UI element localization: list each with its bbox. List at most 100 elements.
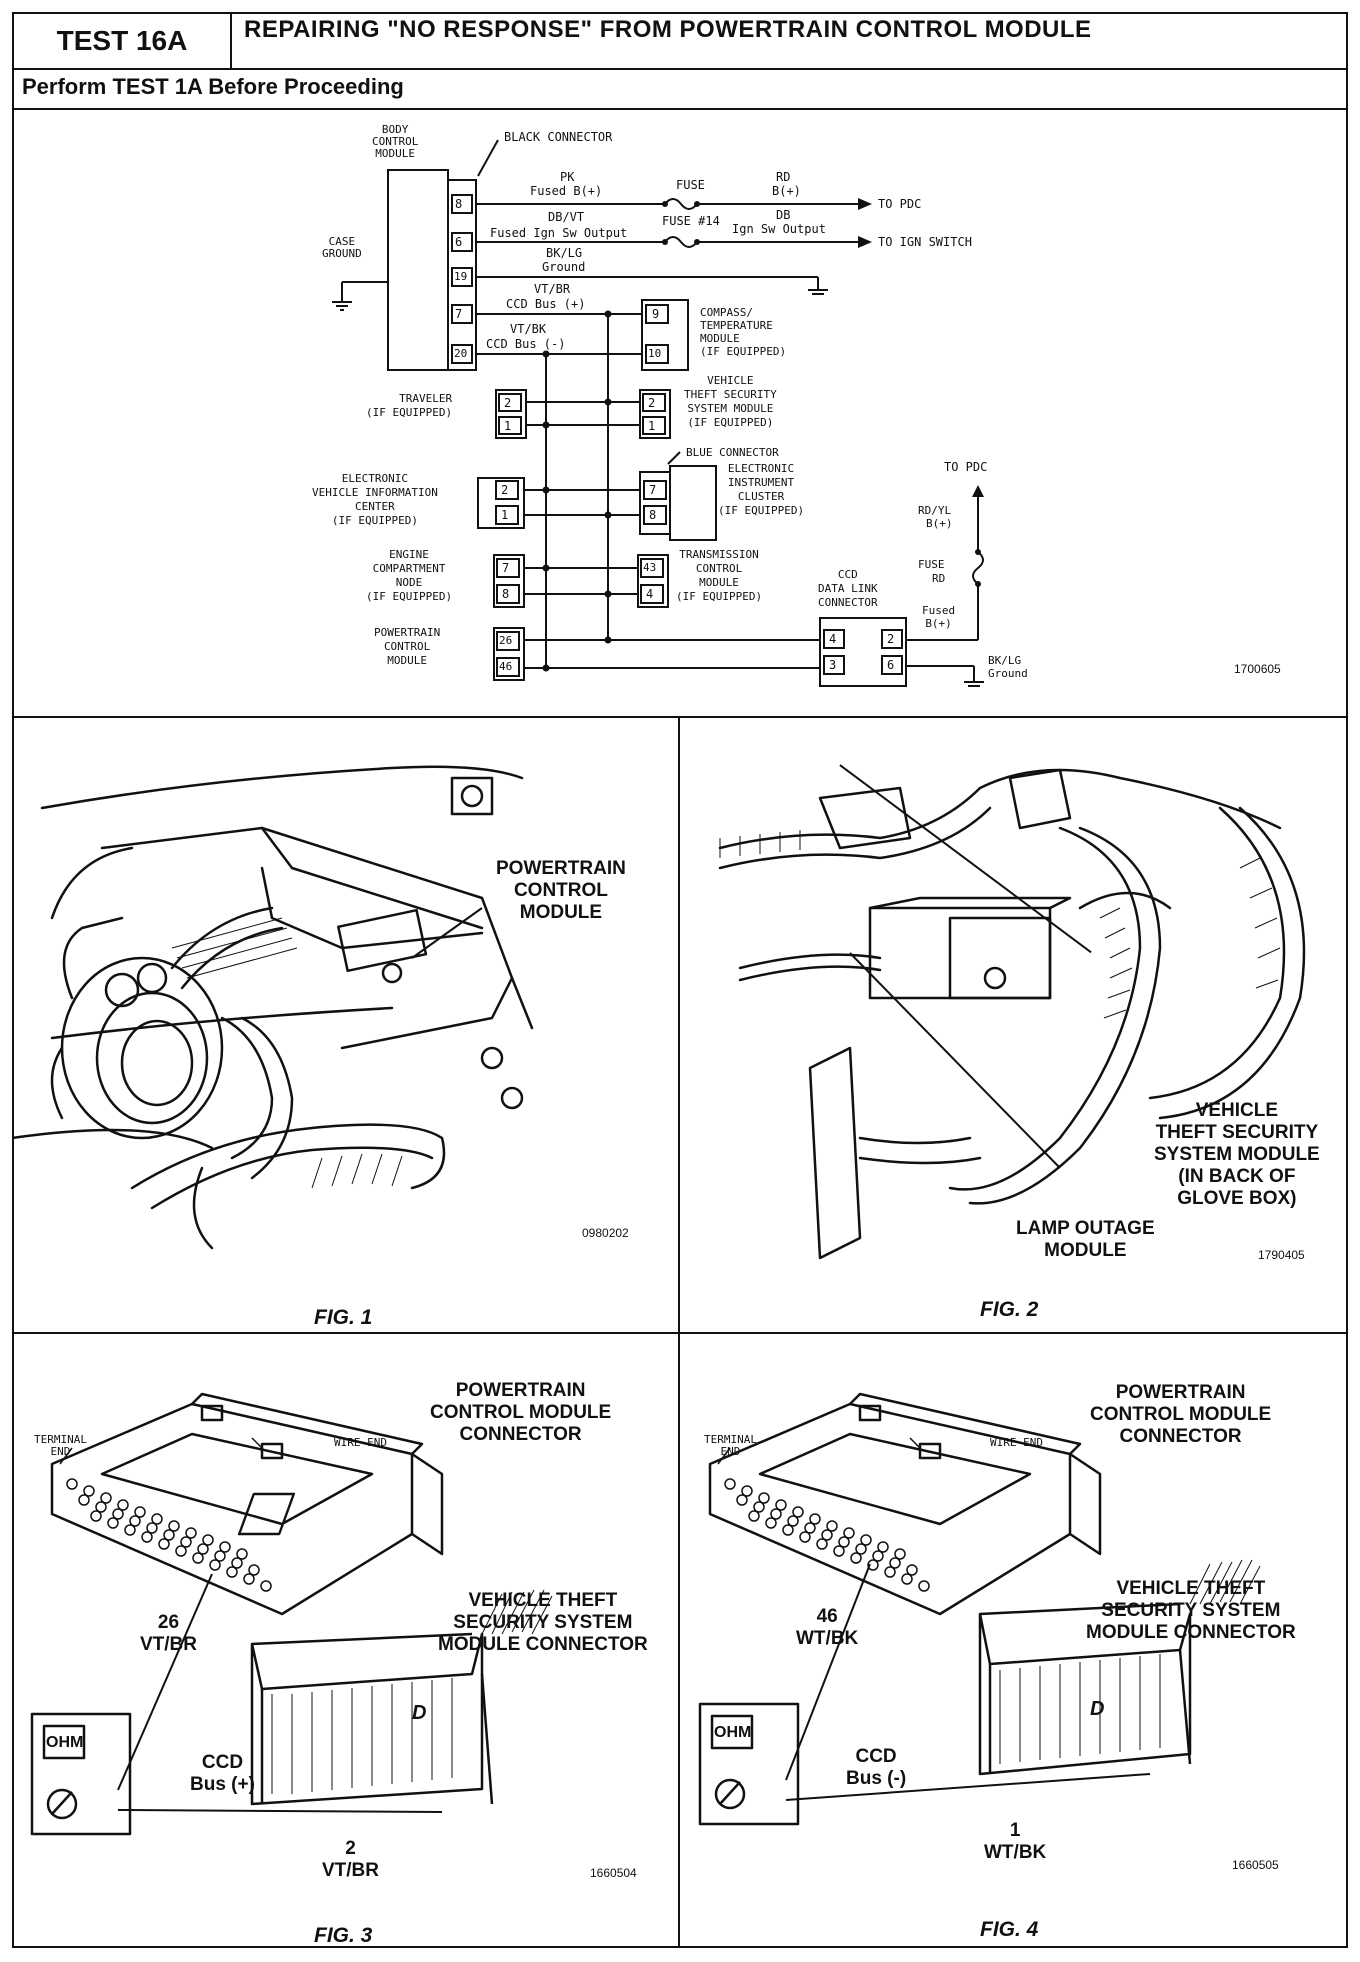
compass-pin: 10 xyxy=(648,347,662,360)
connector-pin-hole xyxy=(804,1522,816,1534)
connector-pin-hole xyxy=(816,1538,828,1550)
wire-dbvt-desc: Fused Ign Sw Output xyxy=(490,226,628,240)
connector-pin-hole xyxy=(741,1485,753,1497)
connector-pin-hole xyxy=(163,1529,175,1541)
fig3-wire-end: WIRE END xyxy=(334,1436,387,1449)
connector-pin-hole xyxy=(918,1580,930,1592)
bcm-pin: 20 xyxy=(454,347,468,360)
fig3-pin-b: 2 VT/BR xyxy=(322,1838,379,1881)
pcm-pin: 46 xyxy=(499,660,513,673)
wire-rd-desc: B(+) xyxy=(772,184,801,198)
fuse-label: FUSE xyxy=(676,178,705,192)
connector-pin-hole xyxy=(158,1538,170,1550)
connector-pin-hole xyxy=(884,1566,896,1578)
wire-db: DB xyxy=(776,208,791,222)
ecn-pin: 8 xyxy=(502,587,510,601)
case-ground-label: CASE GROUND xyxy=(322,235,362,260)
pcm-pin: 26 xyxy=(499,634,513,647)
connector-pin-hole xyxy=(770,1508,782,1520)
ccd-bus-minus: CCD Bus (-) xyxy=(486,337,566,351)
connector-pin-hole xyxy=(202,1534,214,1546)
connector-pin-hole xyxy=(248,1564,260,1576)
connector-pin-hole xyxy=(236,1548,248,1560)
fig1-code: 0980202 xyxy=(582,1226,629,1240)
fig1-callout: POWERTRAIN CONTROL MODULE xyxy=(496,858,626,923)
fig1-illustration xyxy=(12,765,534,1250)
tcm-pin: 4 xyxy=(646,587,654,601)
fig4-caption: FIG. 4 xyxy=(980,1918,1039,1941)
connector-pin-hole xyxy=(107,1517,119,1529)
wire-db-desc: Ign Sw Output xyxy=(732,222,826,236)
divider-schematic xyxy=(12,716,1348,718)
connector-pin-hole xyxy=(850,1552,862,1564)
dlc-pin: 6 xyxy=(887,658,895,672)
wire-rdyl: RD/YL xyxy=(918,504,952,517)
fig1-caption: FIG. 1 xyxy=(314,1306,373,1329)
tcm-label: TRANSMISSION CONTROL MODULE (IF EQUIPPED… xyxy=(676,548,763,603)
divider-top xyxy=(12,108,1348,110)
bcm-pin: 19 xyxy=(454,270,468,283)
traveler-label: TRAVELER (IF EQUIPPED) xyxy=(366,392,453,419)
connector-pin-hole xyxy=(906,1564,918,1576)
fig2-code: 1790405 xyxy=(1258,1248,1305,1262)
connector-pin-hole xyxy=(877,1541,889,1553)
connector-pin-hole xyxy=(775,1499,787,1511)
fused-b-label: Fused B(+) xyxy=(922,604,956,630)
connector-pin-hole xyxy=(838,1536,850,1548)
fig3-connector-letter: D xyxy=(412,1702,427,1724)
connector-pin-hole xyxy=(141,1531,153,1543)
wire-bklg-desc: Ground xyxy=(542,260,586,274)
connector-pin-hole xyxy=(83,1485,95,1497)
fig3-terminal-end: TERMINAL END xyxy=(34,1433,87,1458)
fuse-rd-color: RD xyxy=(932,572,946,585)
fig4-pin-a: 46 WT/BK xyxy=(796,1606,859,1649)
black-connector-label: BLACK CONNECTOR xyxy=(504,130,613,144)
wire-rdyl-desc: B(+) xyxy=(926,517,953,530)
connector-pin-hole xyxy=(748,1510,760,1522)
bcm-pin: 7 xyxy=(455,307,463,321)
connector-pin-hole xyxy=(867,1559,879,1571)
test-title: REPAIRING "NO RESPONSE" FROM POWERTRAIN … xyxy=(244,16,1092,43)
connector-pin-hole xyxy=(821,1529,833,1541)
to-pdc: TO PDC xyxy=(878,197,922,211)
connector-pin-hole xyxy=(809,1513,821,1525)
fig2-callout-vtss: VEHICLE THEFT SECURITY SYSTEM MODULE (IN… xyxy=(1154,1100,1320,1209)
eic-label: ELECTRONIC INSTRUMENT CLUSTER (IF EQUIPP… xyxy=(718,462,805,517)
wire-rd: RD xyxy=(776,170,791,184)
wire-pk-desc: Fused B(+) xyxy=(530,184,603,198)
fig3-code: 1660504 xyxy=(590,1866,637,1880)
fig3-ohm-meter: OHM xyxy=(46,1734,84,1751)
wire-vtbr: VT/BR xyxy=(534,282,571,296)
fig3-caption: FIG. 3 xyxy=(314,1924,373,1947)
connector-pin-hole xyxy=(112,1508,124,1520)
divider-vertical xyxy=(678,716,680,1948)
dlc-pin: 3 xyxy=(829,658,837,672)
fig4-terminal-end: TERMINAL END xyxy=(704,1433,757,1458)
connector-pin-hole xyxy=(151,1513,163,1525)
connector-pin-hole xyxy=(168,1520,180,1532)
fig4-code: 1660505 xyxy=(1232,1858,1279,1872)
bcm-pin: 8 xyxy=(455,197,463,211)
to-pdc-right: TO PDC xyxy=(944,460,988,474)
evic-pin: 1 xyxy=(501,508,509,522)
connector-pin-hole xyxy=(855,1543,867,1555)
divider-middle xyxy=(12,1332,1348,1334)
fuse14-label: FUSE #14 xyxy=(662,214,720,228)
fig3-illustration xyxy=(30,1392,553,1836)
eic-pin: 7 xyxy=(649,483,657,497)
bcm-pin: 6 xyxy=(455,235,463,249)
fuse-rd-label: FUSE xyxy=(918,558,945,571)
blue-connector-label: BLUE CONNECTOR xyxy=(686,446,779,459)
fig4-pcm-connector: POWERTRAIN CONTROL MODULE CONNECTOR xyxy=(1090,1382,1272,1447)
connector-pin-hole xyxy=(799,1531,811,1543)
evic-label: ELECTRONIC VEHICLE INFORMATION CENTER (I… xyxy=(312,472,438,527)
fig3-ccd-bus: CCD Bus (+) xyxy=(190,1752,255,1795)
traveler-pin: 1 xyxy=(504,419,512,433)
page-frame xyxy=(12,12,1348,1948)
to-ign-switch: TO IGN SWITCH xyxy=(878,235,972,249)
traveler-pin: 2 xyxy=(504,396,512,410)
pcm-label: POWERTRAIN CONTROL MODULE xyxy=(374,626,441,667)
connector-pin-hole xyxy=(66,1478,78,1490)
fig4-pin-b: 1 WT/BK xyxy=(984,1820,1047,1863)
connector-pin-hole xyxy=(860,1534,872,1546)
